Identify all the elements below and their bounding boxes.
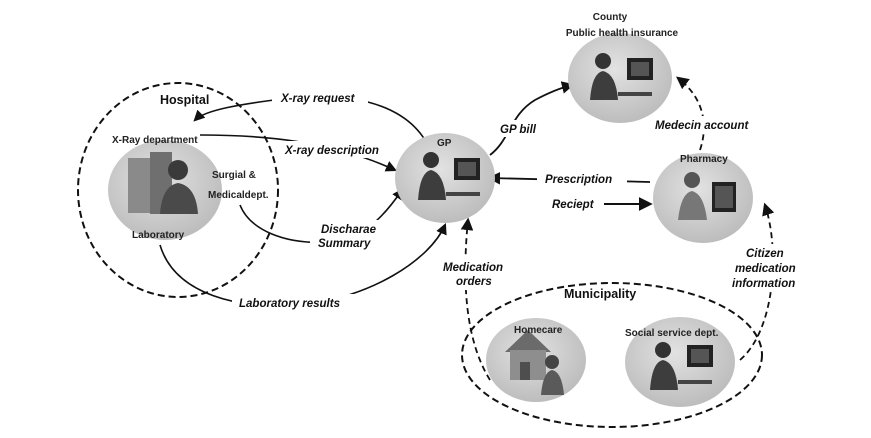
- gp-node: [395, 133, 495, 223]
- surgical-label: Surgial &: [212, 170, 256, 181]
- social-computer-icon: [678, 345, 713, 384]
- doctor-figure-icon: [160, 160, 198, 214]
- social-person-icon: [650, 342, 678, 390]
- pharmacy-label: Pharmacy: [680, 154, 728, 165]
- citizen-information-label: information: [732, 278, 795, 290]
- laboratory-label: Laboratory: [132, 230, 185, 241]
- municipality-boundary: [461, 282, 763, 428]
- reciept-label: Reciept: [552, 199, 595, 211]
- hospital-boundary: [77, 82, 279, 298]
- gp-person-icon: [418, 152, 446, 200]
- social-service-label: Social service dept.: [625, 328, 719, 339]
- social-service-node: [625, 317, 735, 407]
- homecare-person-icon: [541, 355, 564, 395]
- medical-dept-label: Medicaldept.: [208, 190, 269, 201]
- laboratory-results-label: Laboratory results: [239, 298, 340, 310]
- flow-medication-orders-line: [460, 217, 491, 381]
- county-label: County: [593, 12, 628, 23]
- xray-request-label: X-ray request: [280, 93, 356, 105]
- citizen-medication-label: medication: [735, 263, 796, 275]
- house-icon: [505, 330, 551, 380]
- hospital-group-label: Hospital: [160, 93, 209, 107]
- flow-gp-bill-line: [489, 81, 575, 156]
- flow-medecin-account-line: [676, 76, 705, 151]
- county-node: [568, 33, 672, 123]
- medecin-account-label: Medecin account: [655, 120, 749, 132]
- homecare-label: Homecare: [514, 325, 563, 336]
- pharmacy-computer-icon: [712, 182, 736, 212]
- medication-orders-label: Medication: [443, 262, 503, 274]
- flow-citizen-info-line: [739, 202, 775, 361]
- pharmacy-person-icon: [678, 172, 707, 220]
- pharmacy-node: [653, 153, 753, 243]
- county-person-icon: [590, 53, 618, 100]
- xray-department-label: X-Ray department: [112, 135, 198, 146]
- hospital-node: [108, 140, 222, 240]
- discharge-label: Discharae: [321, 224, 377, 236]
- orders-label: orders: [456, 276, 492, 288]
- homecare-node: [486, 318, 586, 402]
- computer-icon: [446, 158, 480, 196]
- county-subtitle-label: Public health insurance: [566, 28, 679, 39]
- county-computer-icon: [618, 58, 653, 96]
- prescription-label: Prescription: [545, 174, 612, 186]
- gp-bill-label: GP bill: [500, 124, 537, 136]
- xray-description-label: X-ray description: [284, 145, 379, 157]
- municipality-group-label: Municipality: [564, 287, 636, 301]
- gp-label: GP: [437, 138, 452, 149]
- citizen-label: Citizen: [746, 248, 784, 260]
- summary-label: Summary: [318, 238, 371, 250]
